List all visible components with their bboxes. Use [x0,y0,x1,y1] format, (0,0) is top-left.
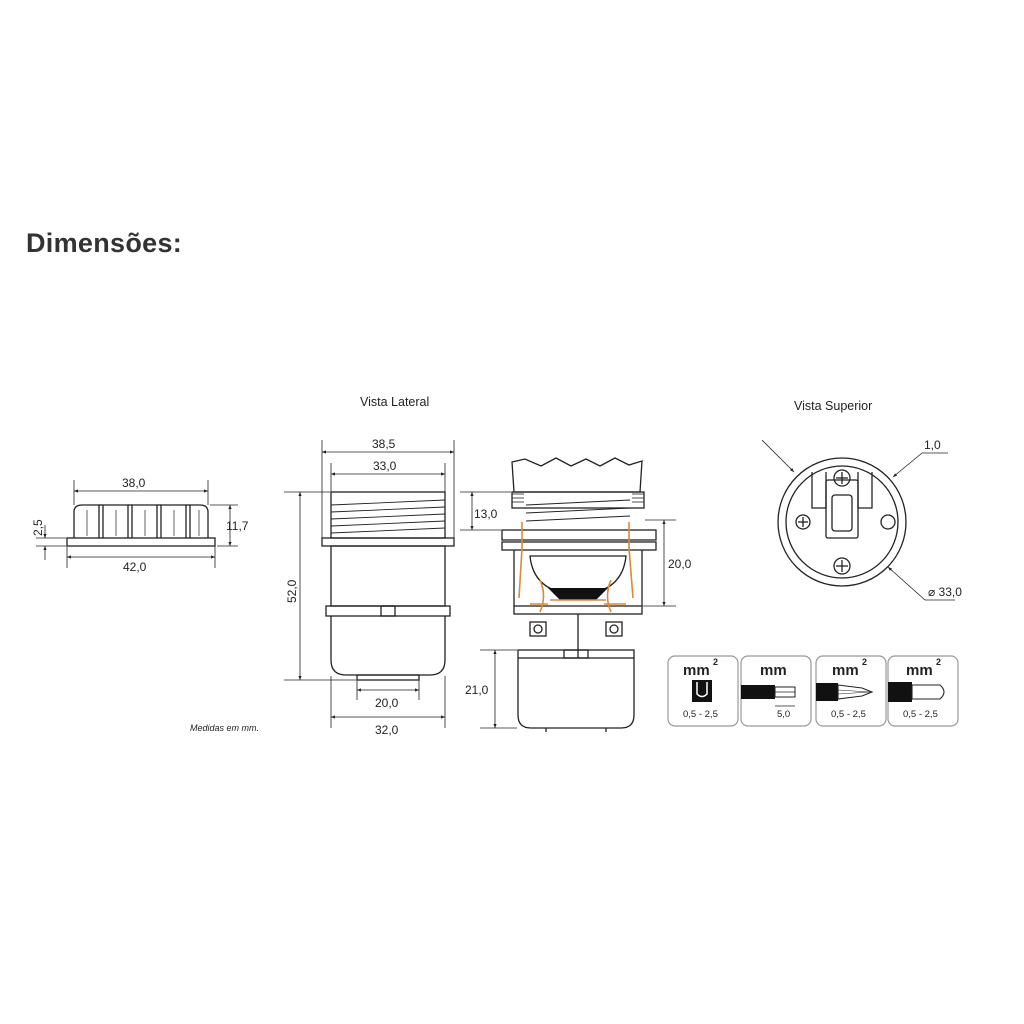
stripped-wire-icon [741,685,796,707]
side-body-label: 32,0 [375,723,399,737]
socket-section-drawing [501,457,657,732]
section-thread-height-label: 13,0 [474,507,498,521]
section-base-height-label: 21,0 [465,683,489,697]
wiring-card-3: mm 2 0,5 - 2,5 [815,655,887,727]
center-contact-icon [548,588,608,600]
ring-nut-drawing [66,504,216,547]
wiring-card-4-unit: mm [906,662,933,679]
wiring-card-1-range: 0,5 - 2,5 [683,709,718,720]
ring-width-bottom-label: 42,0 [123,560,147,574]
wiring-card-3-range: 0,5 - 2,5 [831,709,866,720]
side-base-label: 20,0 [375,696,399,710]
wiring-card-1-sup: 2 [713,657,718,667]
socket-side-drawing [321,491,455,681]
top-view-title: Vista Superior [794,399,872,413]
ring-flange-label: 2,5 [31,519,45,536]
top-diameter-label: ⌀ 33,0 [928,585,962,599]
wiring-card-1: mm 2 0,5 - 2,5 [667,655,739,727]
contact-spring-accents [518,522,634,613]
wiring-card-4-range: 0,5 - 2,5 [903,709,938,720]
section-contact-height-label: 20,0 [668,557,692,571]
measure-note: Medidas em mm. [190,723,259,733]
wiring-card-1-unit: mm [683,662,710,679]
top-wall-label: 1,0 [924,438,941,452]
ring-dimension-lines [36,480,238,568]
wiring-card-3-sup: 2 [862,657,867,667]
socket-top-drawing [777,457,907,587]
wiring-card-2-unit: mm [760,662,787,679]
side-dimension-lines [284,440,455,728]
top-dimension-lines [761,439,955,601]
multi-strand-wire-icon [816,683,874,701]
side-thread-label: 33,0 [373,459,397,473]
wiring-card-2: mm 5,0 [740,655,812,727]
solid-wire-icon [888,682,945,702]
side-view-title: Vista Lateral [360,395,429,409]
section-dimension-lines [460,491,676,729]
wiring-card-3-unit: mm [832,662,859,679]
wiring-card-4-sup: 2 [936,657,941,667]
page-title: Dimensões: [26,228,183,258]
wiring-card-2-range: 5,0 [777,709,790,720]
side-outer-top-label: 38,5 [372,437,396,451]
ring-width-top-label: 38,0 [122,476,146,490]
wiring-card-4: mm 2 0,5 - 2,5 [887,655,959,727]
clamp-terminal-icon [692,680,712,702]
side-height-label: 52,0 [285,579,299,603]
ring-height-label: 11,7 [226,519,249,533]
